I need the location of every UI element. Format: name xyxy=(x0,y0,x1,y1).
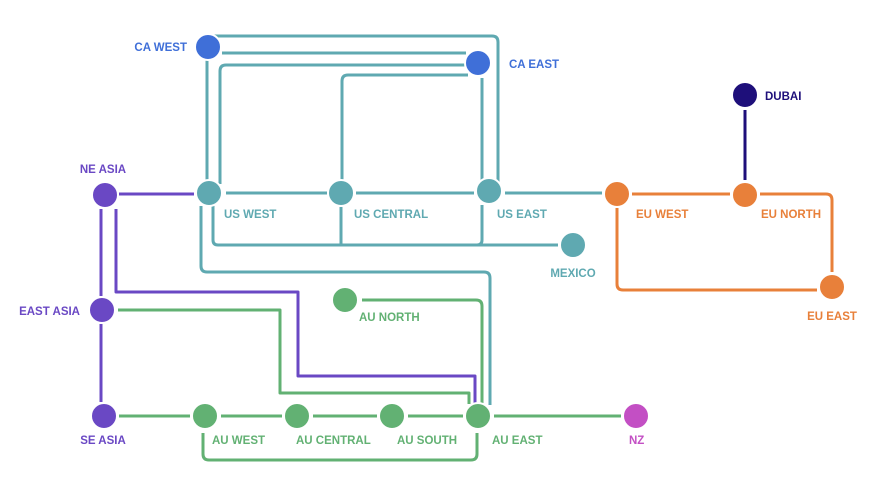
link-ca-west-us-east xyxy=(214,34,500,182)
labels: CA WEST CA EAST DUBAI NE ASIA US WEST US… xyxy=(19,42,857,447)
node-us-west[interactable] xyxy=(195,179,223,207)
node-eu-east[interactable] xyxy=(818,273,846,301)
node-au-central[interactable] xyxy=(283,402,311,430)
node-us-east[interactable] xyxy=(475,177,503,205)
node-au-west[interactable] xyxy=(191,402,219,430)
label-au-north: AU NORTH xyxy=(359,312,420,324)
node-us-central[interactable] xyxy=(327,179,355,207)
label-eu-east: EU EAST xyxy=(807,311,857,323)
label-east-asia: EAST ASIA xyxy=(19,306,80,318)
node-east-asia[interactable] xyxy=(88,296,116,324)
node-ca-west[interactable] xyxy=(194,33,222,61)
australia-links xyxy=(118,298,621,462)
node-mexico[interactable] xyxy=(559,231,587,259)
node-se-asia[interactable] xyxy=(90,402,118,430)
node-au-north[interactable] xyxy=(331,286,359,314)
link-east-asia-au-east xyxy=(118,308,471,404)
node-au-south[interactable] xyxy=(378,402,406,430)
link-ca-east-us-central xyxy=(340,73,468,182)
label-us-west: US WEST xyxy=(224,209,276,221)
node-au-east[interactable] xyxy=(464,402,492,430)
node-nz[interactable] xyxy=(622,402,650,430)
label-au-east: AU EAST xyxy=(492,435,542,447)
nodes xyxy=(88,33,846,430)
link-ca-east-us-west xyxy=(218,63,466,184)
label-eu-north: EU NORTH xyxy=(761,209,821,221)
label-us-east: US EAST xyxy=(497,209,547,221)
label-se-asia: SE ASIA xyxy=(80,435,126,447)
label-ne-asia: NE ASIA xyxy=(80,164,126,176)
asia-links xyxy=(99,192,477,405)
link-us-west-mexico xyxy=(211,205,558,247)
label-dubai: DUBAI xyxy=(765,91,801,103)
link-ne-asia-au-east xyxy=(114,209,477,405)
node-eu-north[interactable] xyxy=(731,181,759,209)
us-links xyxy=(199,34,602,405)
label-eu-west: EU WEST xyxy=(636,209,688,221)
link-us-east-mexico xyxy=(476,205,484,247)
link-eu-west-eu-east xyxy=(615,208,817,292)
label-au-south: AU SOUTH xyxy=(397,435,457,447)
label-us-central: US CENTRAL xyxy=(354,209,428,221)
node-ne-asia[interactable] xyxy=(91,181,119,209)
node-ca-east[interactable] xyxy=(464,49,492,77)
label-ca-east: CA EAST xyxy=(509,59,559,71)
europe-links xyxy=(615,110,834,292)
label-au-west: AU WEST xyxy=(212,435,265,447)
link-us-west-au-east xyxy=(199,206,492,405)
node-eu-west[interactable] xyxy=(603,180,631,208)
link-eu-north-eu-east xyxy=(760,192,834,272)
label-au-central: AU CENTRAL xyxy=(296,435,371,447)
label-ca-west: CA WEST xyxy=(134,42,187,54)
label-mexico: MEXICO xyxy=(550,268,595,280)
link-au-north-au-east xyxy=(362,298,484,404)
label-nz: NZ xyxy=(629,435,644,447)
node-dubai[interactable] xyxy=(731,81,759,109)
link-au-west-au-east-loop xyxy=(201,433,479,462)
